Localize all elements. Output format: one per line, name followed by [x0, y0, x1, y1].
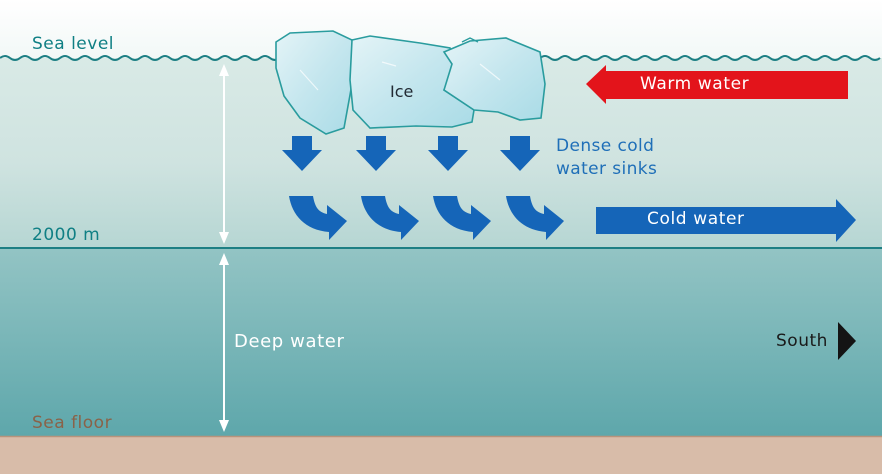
sea-level-label: Sea level — [32, 34, 114, 54]
triangle-right-icon — [838, 322, 856, 360]
cold-water-arrow — [596, 199, 856, 242]
curved-arrow-icon — [289, 196, 347, 240]
down-arrow-icon — [500, 136, 540, 171]
ice-block-left — [275, 30, 357, 135]
dense-cold-line-2: water sinks — [556, 159, 658, 179]
depth-2000-label: 2000 m — [32, 225, 101, 245]
curved-arrow-icon — [506, 196, 564, 240]
warm-water-arrow — [586, 65, 848, 104]
ice-block-right — [442, 37, 546, 121]
down-arrow-icon — [282, 136, 322, 171]
upper-depth-arrow — [219, 64, 229, 244]
sea-floor-label: Sea floor — [32, 413, 113, 433]
sea-floor-layer — [0, 436, 882, 474]
sinking-arrows — [282, 136, 540, 171]
curved-flow-arrows — [289, 196, 564, 240]
ice-block-middle — [349, 35, 475, 129]
curved-arrow-icon — [361, 196, 419, 240]
deep-water-layer — [0, 248, 882, 436]
dense-cold-line-1: Dense cold — [556, 136, 655, 156]
deep-water-label: Deep water — [234, 331, 345, 352]
dense-cold-water-label: Dense cold water sinks — [556, 135, 657, 181]
down-arrow-icon — [428, 136, 468, 171]
ice-icon — [275, 30, 546, 135]
warm-water-label: Warm water — [640, 74, 750, 94]
south-label: South — [776, 331, 828, 351]
down-arrow-icon — [356, 136, 396, 171]
cold-water-label: Cold water — [647, 209, 745, 229]
ice-label: Ice — [390, 82, 414, 101]
curved-arrow-icon — [433, 196, 491, 240]
deep-depth-arrow — [219, 253, 229, 432]
